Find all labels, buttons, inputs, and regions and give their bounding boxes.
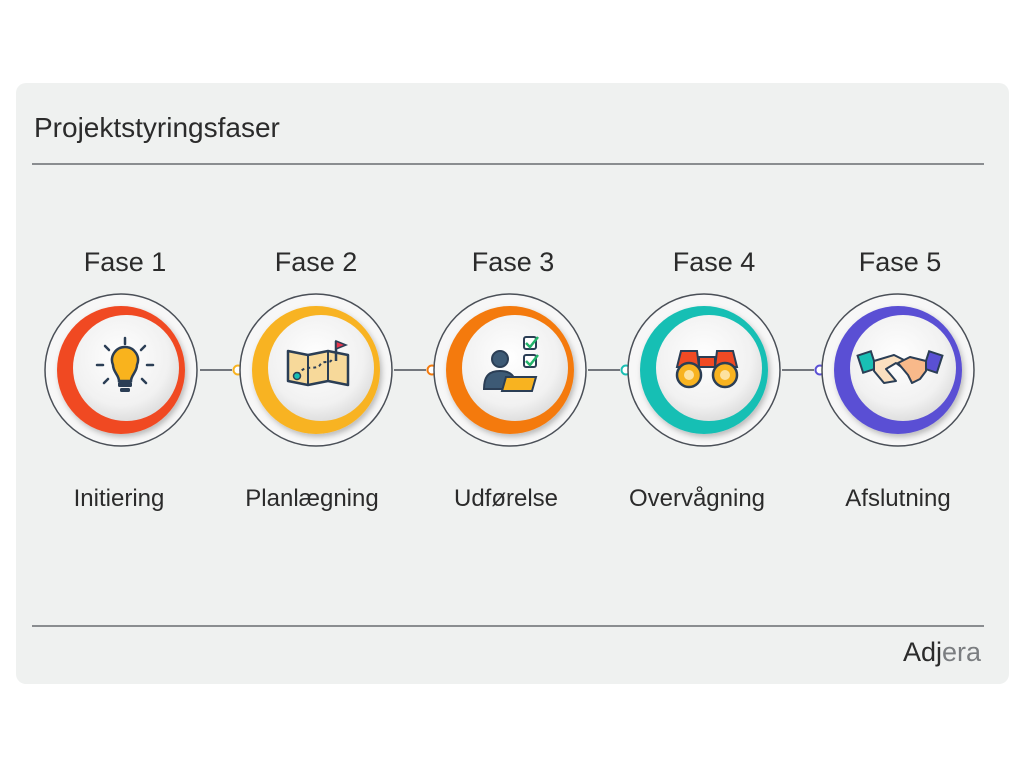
phase-5-name: Afslutning: [845, 485, 951, 512]
phase-1-name: Initiering: [73, 485, 165, 512]
phase-4-label: Fase 4: [672, 247, 756, 277]
phase-3-label: Fase 3: [471, 247, 555, 277]
lightbulb-icon: [95, 336, 155, 392]
connector-3-4: [588, 364, 632, 376]
brand-logo: Adjera: [903, 637, 981, 668]
phase-3-node: [433, 293, 587, 447]
phase-2-label: Fase 2: [274, 247, 358, 277]
phase-5-node: [821, 293, 975, 447]
worker-checklist-icon: [482, 336, 539, 392]
brand-part-2: era: [941, 637, 981, 667]
phase-4-name: Overvågning: [628, 485, 766, 512]
top-divider: [32, 163, 984, 165]
handshake-icon: [856, 350, 944, 384]
binoculars-icon: [675, 350, 739, 389]
page-title: Projektstyringsfaser: [34, 112, 280, 143]
phase-1-node: [44, 293, 198, 447]
phase-1-label: Fase 1: [83, 247, 167, 277]
connector-2-3: [394, 364, 438, 376]
connector-4-5: [782, 364, 826, 376]
phase-4-node: [627, 293, 781, 447]
phase-5-label: Fase 5: [858, 247, 942, 277]
bottom-divider: [32, 625, 984, 627]
brand-part-1: Adj: [902, 637, 942, 667]
phase-2-name: Planlægning: [245, 485, 379, 512]
connector-1-2: [200, 364, 244, 376]
map-flag-icon: [286, 339, 350, 387]
phase-2-node: [239, 293, 393, 447]
phase-3-name: Udførelse: [453, 485, 559, 512]
